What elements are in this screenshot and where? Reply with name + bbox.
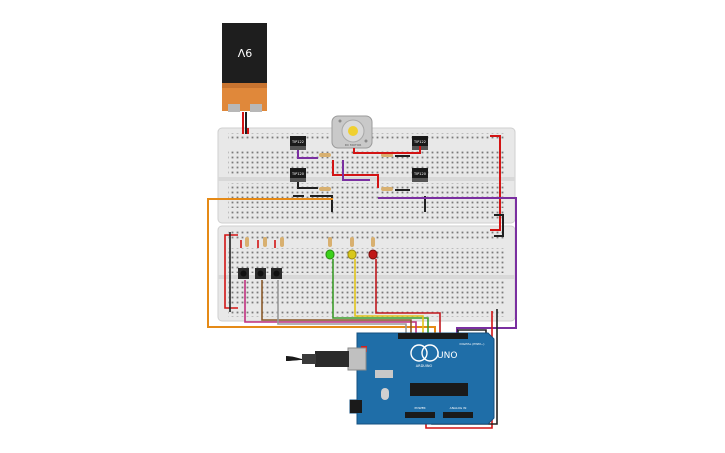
power-rail-bottom bbox=[228, 309, 506, 317]
svg-text:TIP120: TIP120 bbox=[291, 172, 304, 176]
wire-black[interactable] bbox=[494, 214, 504, 237]
wire-red[interactable] bbox=[224, 234, 238, 309]
digital-header[interactable] bbox=[398, 333, 468, 339]
wire-yellow[interactable] bbox=[354, 259, 424, 333]
digital-header-label: DIGITAL (PWM~) bbox=[460, 342, 485, 346]
breadboard-bottom[interactable] bbox=[217, 225, 516, 322]
power-label: POWER bbox=[414, 406, 425, 410]
terminal-strip-b bbox=[228, 281, 506, 306]
arduino-model: UNO bbox=[437, 351, 457, 361]
terminal-strip-a bbox=[228, 248, 506, 273]
wire-purple[interactable] bbox=[297, 150, 318, 159]
battery-wire-red bbox=[242, 112, 244, 134]
resistor[interactable] bbox=[371, 237, 375, 247]
usb-port[interactable] bbox=[347, 347, 367, 371]
usb-plug bbox=[315, 351, 349, 367]
push-buttons bbox=[238, 268, 282, 279]
svg-text:TIP122: TIP122 bbox=[413, 140, 426, 144]
resistor[interactable] bbox=[319, 153, 331, 157]
svg-text:TIP120: TIP120 bbox=[413, 172, 426, 176]
resistor[interactable] bbox=[280, 237, 284, 247]
wires-top bbox=[247, 128, 504, 237]
wire-red[interactable] bbox=[490, 135, 501, 231]
wire-green[interactable] bbox=[332, 259, 429, 333]
resistor[interactable] bbox=[263, 237, 267, 247]
resistor[interactable] bbox=[381, 187, 393, 191]
push-button-2[interactable] bbox=[255, 268, 266, 279]
resistor[interactable] bbox=[245, 237, 249, 247]
arduino-logo-icon bbox=[421, 344, 439, 362]
wire-orange[interactable] bbox=[207, 198, 436, 333]
wire-red[interactable] bbox=[332, 160, 379, 188]
terminal-strip-a bbox=[228, 150, 506, 175]
power-rail-top bbox=[228, 231, 506, 239]
motor-label: DC MOTOR bbox=[345, 143, 362, 147]
power-rail-bottom bbox=[228, 211, 506, 219]
terminal-strip-b bbox=[228, 183, 506, 208]
usb-cable[interactable] bbox=[286, 351, 349, 367]
leds bbox=[325, 249, 378, 260]
wire-grey[interactable] bbox=[277, 280, 407, 333]
capacitor bbox=[381, 388, 389, 400]
wire-purple[interactable] bbox=[342, 160, 370, 181]
wire-brown[interactable] bbox=[261, 280, 412, 333]
microcontroller-chip bbox=[410, 383, 468, 396]
resistors-bottom bbox=[245, 237, 375, 247]
resistor[interactable] bbox=[319, 187, 331, 191]
led-red[interactable] bbox=[368, 249, 378, 260]
power-jack[interactable] bbox=[350, 400, 362, 413]
arduino-brand: ARDUINO bbox=[416, 364, 433, 368]
led-yellow[interactable] bbox=[347, 249, 357, 260]
led-green[interactable] bbox=[325, 249, 335, 260]
wires-long bbox=[207, 197, 517, 335]
arduino-uno[interactable]: UNO ARDUINO DIGITAL (PWM~) POWER ANALOG … bbox=[347, 332, 495, 425]
battery-label: 9V bbox=[237, 46, 252, 59]
svg-text:TIP122: TIP122 bbox=[291, 140, 304, 144]
battery-wire-black bbox=[245, 112, 247, 134]
resistor[interactable] bbox=[328, 237, 332, 247]
dc-motor[interactable]: DC MOTOR bbox=[331, 115, 373, 149]
wire-red[interactable] bbox=[375, 259, 441, 333]
wire-purple[interactable] bbox=[378, 197, 517, 335]
push-button-1[interactable] bbox=[238, 268, 249, 279]
power-header[interactable] bbox=[405, 412, 435, 418]
arduino-logo-icon bbox=[410, 344, 428, 362]
crystal bbox=[375, 370, 393, 378]
analog-header[interactable] bbox=[443, 412, 473, 418]
resistor[interactable] bbox=[350, 237, 354, 247]
transistor-q1[interactable]: TIP122 bbox=[290, 136, 306, 150]
battery-9v[interactable]: 9V bbox=[222, 23, 267, 134]
push-button-3[interactable] bbox=[271, 268, 282, 279]
wire-magenta[interactable] bbox=[244, 280, 417, 333]
analog-label: ANALOG IN bbox=[450, 406, 467, 410]
wire-red[interactable] bbox=[353, 146, 421, 154]
wire-black[interactable] bbox=[310, 195, 333, 212]
transistor-q2[interactable]: TIP120 bbox=[290, 168, 306, 182]
transistor-q4[interactable]: TIP120 bbox=[412, 168, 428, 182]
wire-black[interactable] bbox=[297, 182, 318, 189]
